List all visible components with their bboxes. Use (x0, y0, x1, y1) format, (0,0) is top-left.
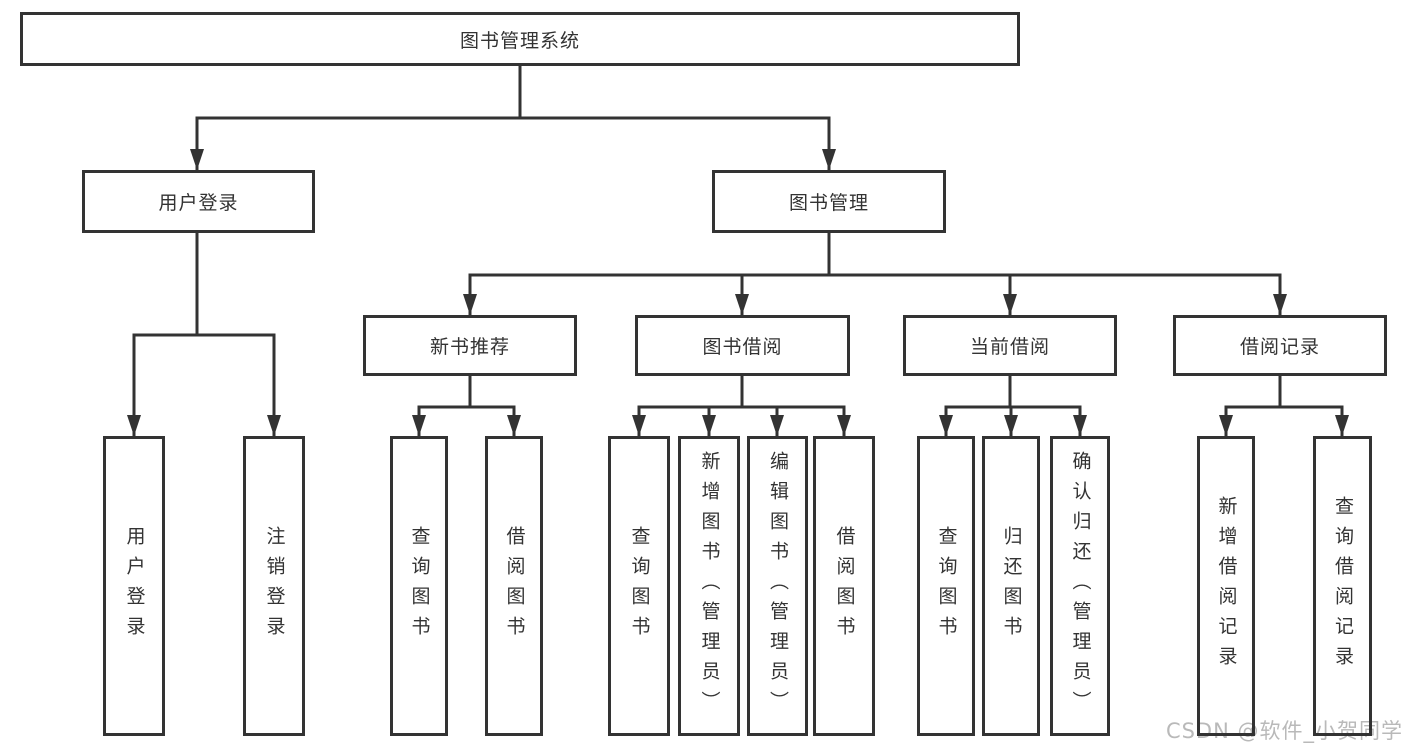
edge-book-management-bus (468, 233, 1282, 277)
node-leaf-borrow-books-2: 借阅图书 (813, 436, 875, 736)
node-label: 注销登录 (263, 526, 286, 646)
node-label: 用户登录 (158, 192, 239, 214)
node-leaf-query-borrow-record: 查询借阅记录 (1313, 436, 1372, 736)
edge-book-borrow-bus (637, 376, 846, 409)
node-label: 确认归还（管理员） (1069, 451, 1092, 721)
edge-user-login-bus (132, 233, 276, 337)
node-leaf-query-books-2: 查询图书 (608, 436, 670, 736)
node-label: 查询图书 (935, 526, 958, 646)
node-new-book-recommend: 新书推荐 (363, 315, 577, 376)
node-current-borrow: 当前借阅 (903, 315, 1117, 376)
node-leaf-user-login: 用户登录 (103, 436, 165, 736)
node-label: 用户登录 (123, 526, 146, 646)
node-label: 查询图书 (408, 526, 431, 646)
node-label: 查询图书 (628, 526, 651, 646)
edge-borrow-record-bus (1224, 376, 1344, 409)
node-label: 新增图书（管理员） (698, 451, 721, 721)
node-label: 归还图书 (1000, 526, 1023, 646)
node-leaf-edit-book-admin: 编辑图书（管理员） (747, 436, 808, 736)
edge-current-borrow-bus (944, 376, 1082, 409)
node-leaf-logout: 注销登录 (243, 436, 305, 736)
node-leaf-query-books-1: 查询图书 (390, 436, 448, 736)
node-leaf-query-books-3: 查询图书 (917, 436, 975, 736)
node-root: 图书管理系统 (20, 12, 1020, 66)
node-leaf-borrow-books-1: 借阅图书 (485, 436, 543, 736)
node-user-login: 用户登录 (82, 170, 315, 233)
node-label: 图书管理 (788, 192, 869, 214)
node-label: 借阅记录 (1239, 336, 1320, 358)
node-book-borrow: 图书借阅 (635, 315, 850, 376)
node-label: 图书管理系统 (459, 29, 580, 52)
node-label: 查询借阅记录 (1332, 496, 1354, 676)
edge-new-book-recommend-bus (417, 376, 516, 409)
node-label: 借阅图书 (503, 526, 526, 646)
node-leaf-confirm-return-admin: 确认归还（管理员） (1050, 436, 1110, 736)
watermark-text: CSDN @软件_小贺同学 (1165, 719, 1403, 743)
edge-root-bus (195, 66, 831, 120)
node-borrow-record: 借阅记录 (1173, 315, 1387, 376)
node-label: 新增借阅记录 (1215, 496, 1238, 676)
node-label: 新书推荐 (429, 336, 510, 358)
node-label: 编辑图书（管理员） (767, 451, 789, 721)
node-label: 借阅图书 (833, 526, 856, 646)
node-leaf-add-borrow-record: 新增借阅记录 (1197, 436, 1255, 736)
node-leaf-add-book-admin: 新增图书（管理员） (678, 436, 740, 736)
node-leaf-return-books: 归还图书 (982, 436, 1040, 736)
node-label: 图书借阅 (702, 336, 783, 358)
node-book-management: 图书管理 (712, 170, 946, 233)
node-label: 当前借阅 (969, 336, 1050, 358)
